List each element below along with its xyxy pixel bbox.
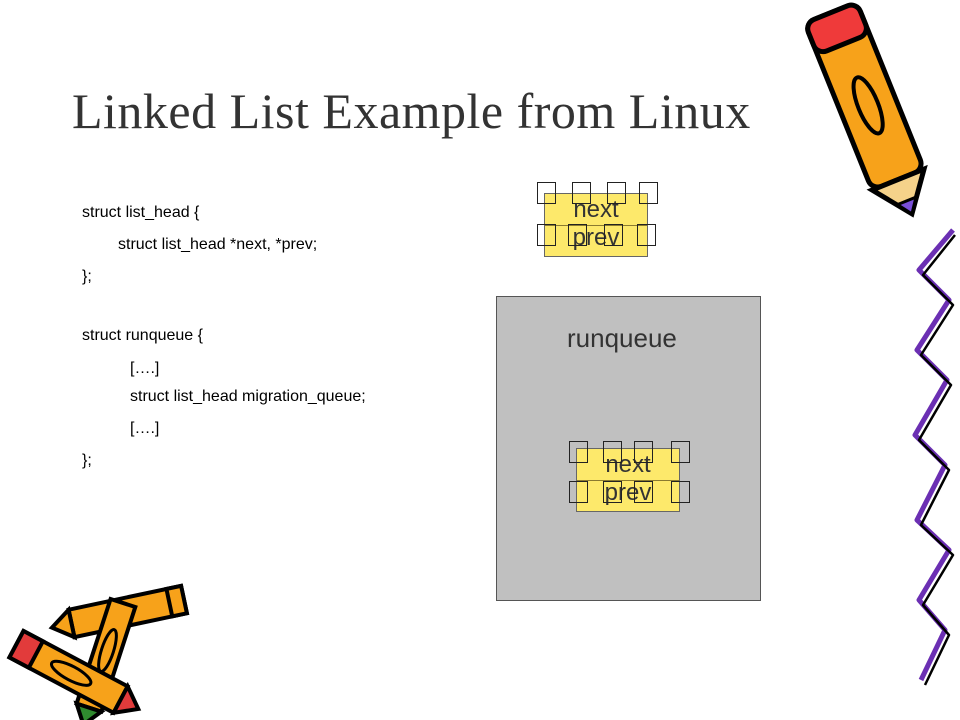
code-line: struct runqueue { bbox=[82, 327, 203, 344]
slide-title: Linked List Example from Linux bbox=[72, 83, 751, 139]
missing-glyph-icon bbox=[569, 481, 588, 503]
missing-glyph-icon bbox=[639, 182, 658, 204]
code-line: struct list_head { bbox=[82, 204, 200, 221]
crayons-icon bbox=[6, 583, 190, 720]
code-line: }; bbox=[82, 268, 92, 285]
prev-field: prev bbox=[604, 479, 652, 506]
prev-field: prev bbox=[572, 224, 620, 251]
missing-glyph-icon bbox=[607, 182, 626, 204]
missing-glyph-icon bbox=[637, 224, 656, 246]
next-field: next bbox=[573, 196, 619, 223]
runqueue-label: runqueue bbox=[567, 323, 677, 353]
node-divider bbox=[577, 480, 679, 481]
missing-glyph-icon bbox=[603, 481, 622, 503]
missing-glyph-icon bbox=[572, 182, 591, 204]
squiggle-border bbox=[912, 228, 956, 686]
next-field: next bbox=[605, 451, 651, 478]
missing-glyph-icon bbox=[634, 441, 653, 463]
missing-glyph-icon bbox=[604, 224, 623, 246]
list-head-node: next prev bbox=[544, 193, 648, 257]
node-divider bbox=[545, 225, 647, 226]
missing-glyph-icon bbox=[603, 441, 622, 463]
code-line: [….] bbox=[130, 360, 160, 377]
code-line: struct list_head *next, *prev; bbox=[118, 236, 318, 253]
missing-glyph-icon bbox=[568, 224, 587, 246]
missing-glyph-icon bbox=[634, 481, 653, 503]
pencil-icon bbox=[805, 2, 928, 218]
missing-glyph-icon bbox=[671, 481, 690, 503]
missing-glyph-icon bbox=[537, 224, 556, 246]
missing-glyph-icon bbox=[671, 441, 690, 463]
migration-queue-node: next prev bbox=[576, 448, 680, 512]
missing-glyph-icon bbox=[569, 441, 588, 463]
code-line: struct list_head migration_queue; bbox=[130, 388, 366, 405]
missing-glyph-icon bbox=[537, 182, 556, 204]
code-line: }; bbox=[82, 452, 92, 469]
code-line: [….] bbox=[130, 420, 160, 437]
